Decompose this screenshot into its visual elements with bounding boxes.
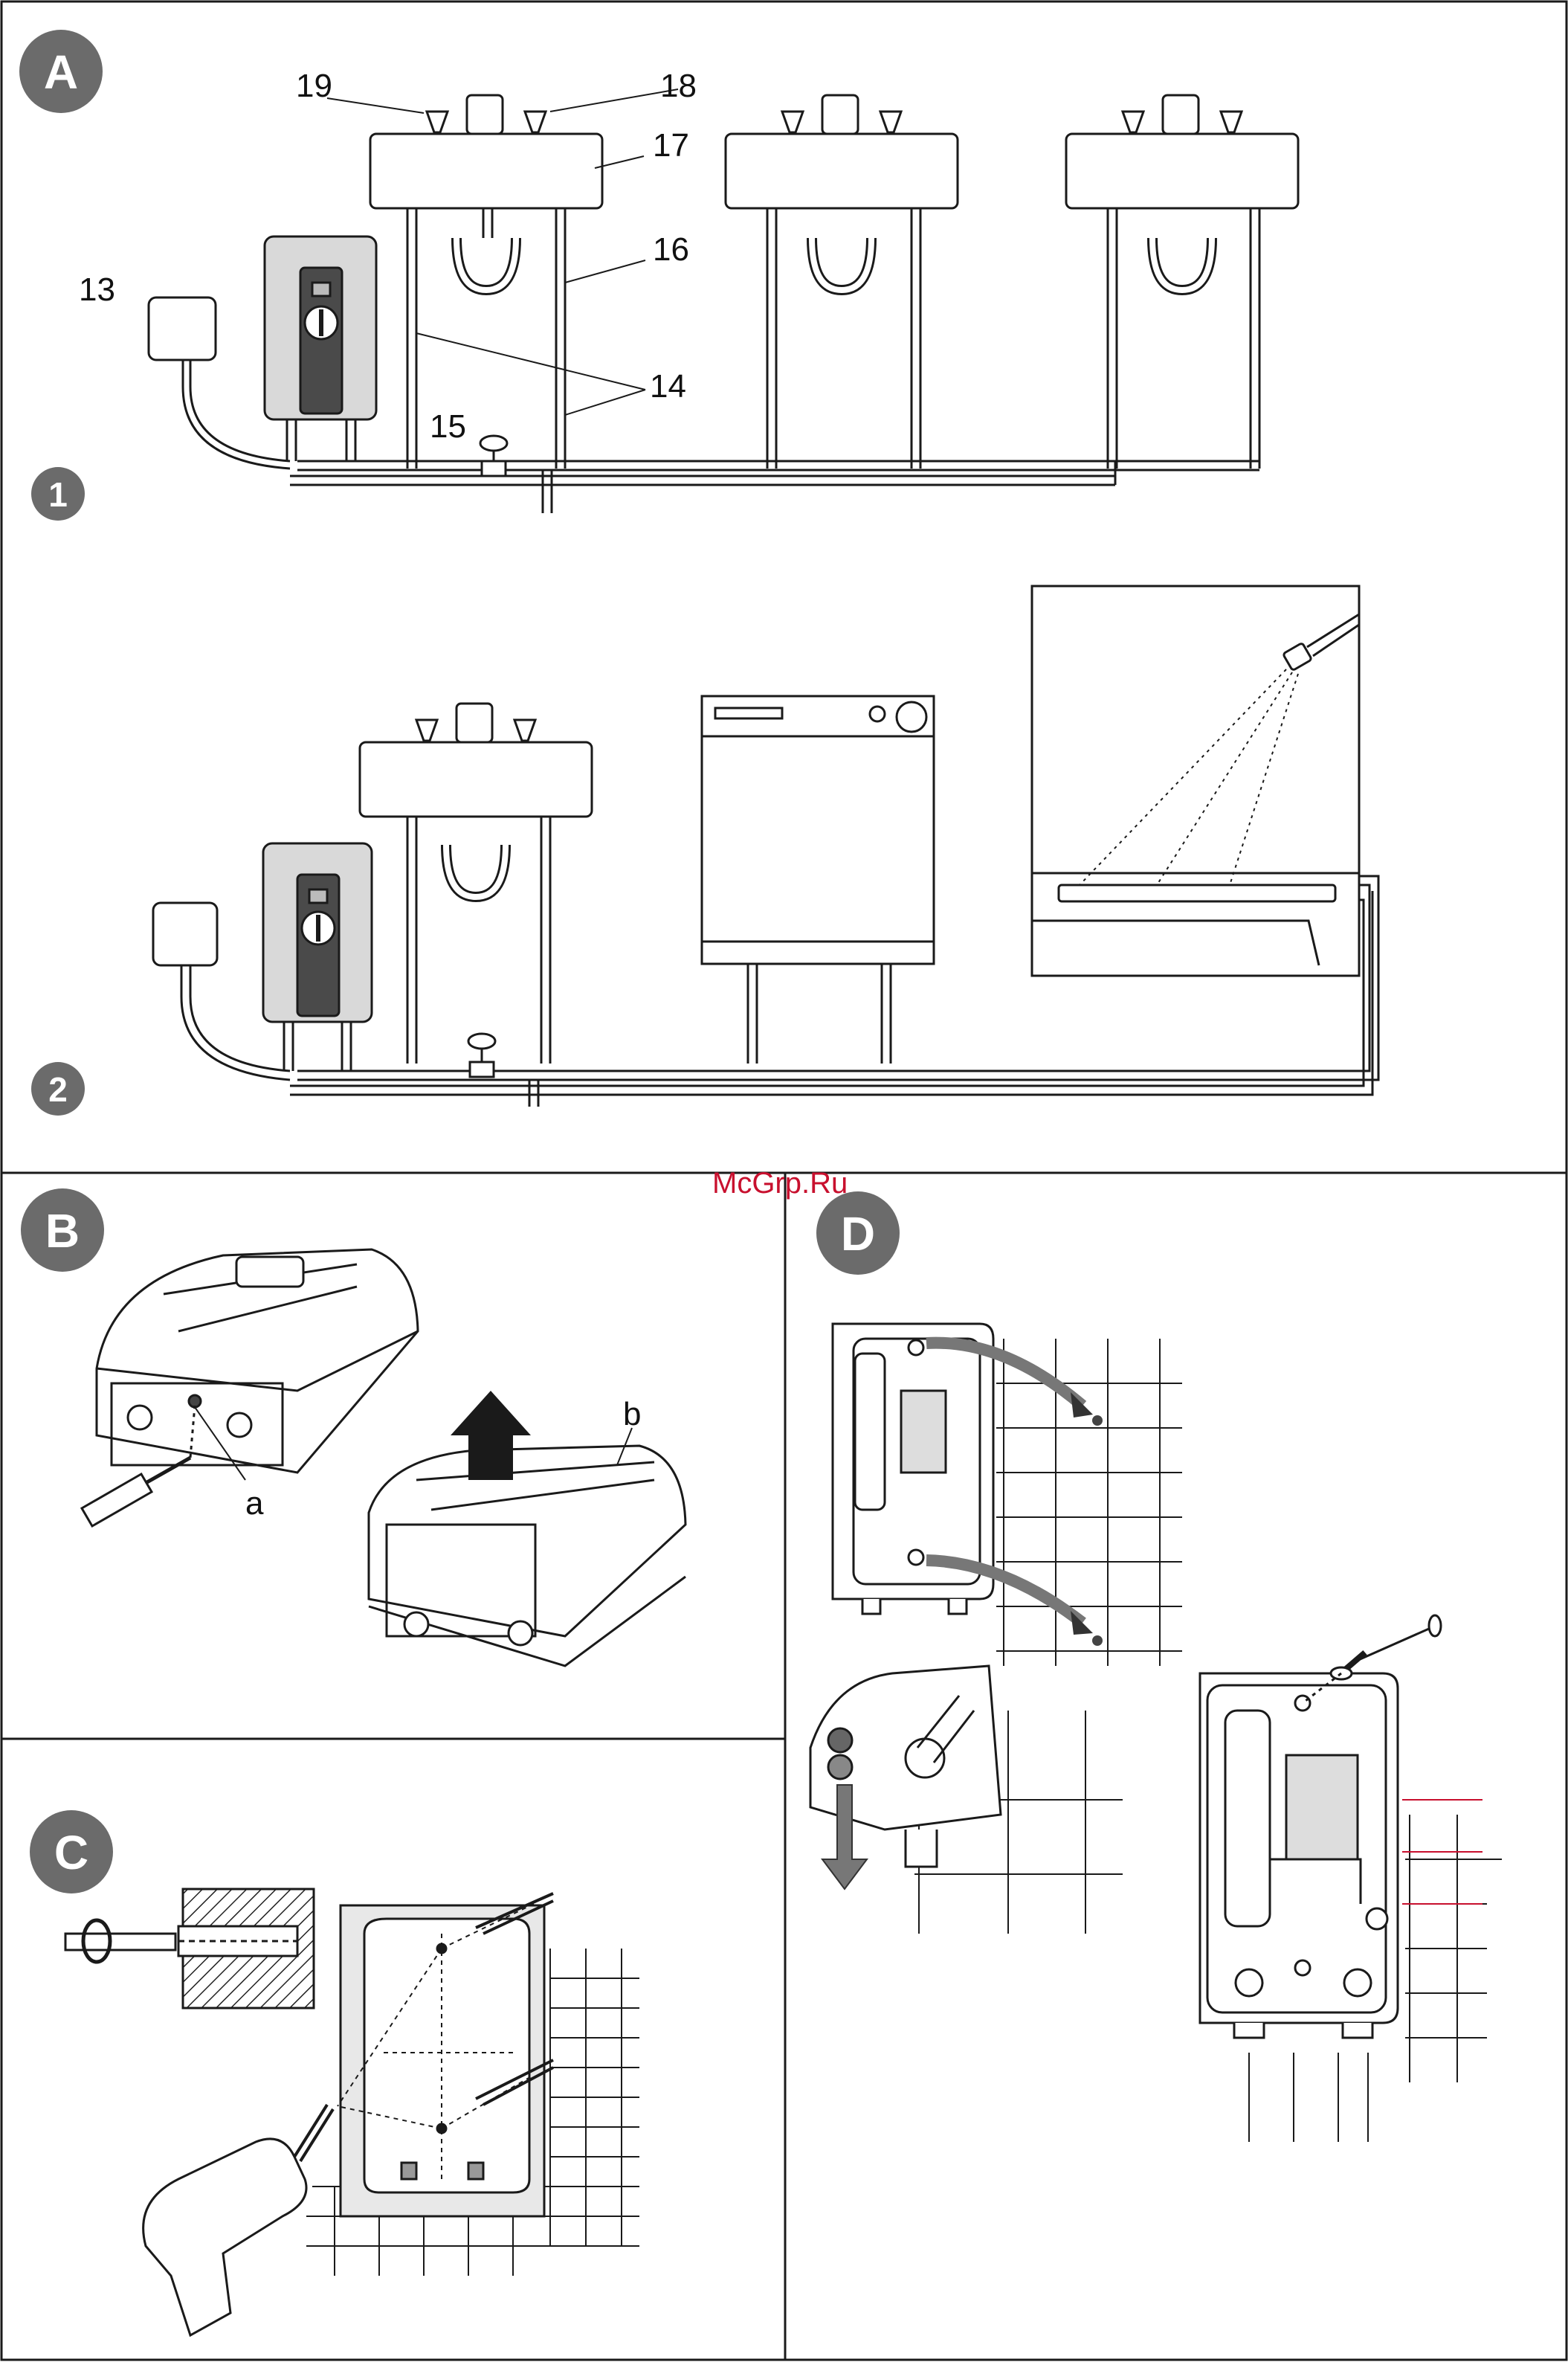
step-2-label: 2	[48, 1070, 68, 1109]
shower-bath	[1032, 586, 1359, 976]
socket-2	[153, 903, 217, 965]
step-1-diagram	[149, 95, 1298, 513]
callout-14: 14	[650, 368, 686, 405]
step-1-label: 1	[48, 475, 68, 514]
step-1-number: 1	[31, 467, 85, 521]
badge-d: D	[816, 1191, 900, 1275]
callout-a: a	[245, 1485, 264, 1522]
heater-closed	[97, 1249, 418, 1473]
heater-open-d3	[1200, 1673, 1398, 2038]
basin-1	[370, 95, 602, 290]
panel-b: B a b	[21, 1188, 685, 1666]
badge-c: C	[30, 1810, 113, 1893]
badge-c-label: C	[54, 1826, 88, 1879]
socket-13	[149, 297, 216, 360]
callout-17: 17	[653, 127, 689, 164]
heater-open	[369, 1446, 685, 1666]
callout-19: 19	[296, 68, 332, 104]
badge-b-label: B	[45, 1204, 80, 1258]
panel-c: C	[30, 1810, 639, 2335]
callout-16: 16	[653, 231, 689, 268]
basin-4	[360, 704, 592, 897]
step-2-diagram	[153, 586, 1378, 1107]
callout-15: 15	[430, 408, 466, 445]
heater-1	[265, 236, 376, 461]
red-grid-lines	[1402, 1800, 1482, 1904]
backplate-c	[338, 1893, 553, 2216]
watermark: McGrp.Ru	[712, 1167, 848, 1200]
badge-a-label: A	[44, 45, 78, 99]
washing-machine	[702, 696, 934, 1064]
panel-d: D	[810, 1191, 1502, 2142]
callout-b: b	[623, 1396, 641, 1432]
badge-a: A	[19, 30, 103, 113]
heater-2	[263, 843, 372, 1071]
callout-13: 13	[79, 271, 115, 308]
wall-section-c	[65, 1889, 314, 2008]
valve-15	[480, 436, 507, 476]
valve-2	[468, 1034, 495, 1077]
drill	[143, 2105, 333, 2335]
step-2-number: 2	[31, 1062, 85, 1116]
badge-b: B	[21, 1188, 104, 1272]
callout-18: 18	[660, 68, 697, 104]
basin-3	[1066, 95, 1298, 290]
badge-d-label: D	[841, 1207, 875, 1261]
basin-2	[726, 95, 958, 290]
panel-a: A	[19, 30, 1378, 1116]
